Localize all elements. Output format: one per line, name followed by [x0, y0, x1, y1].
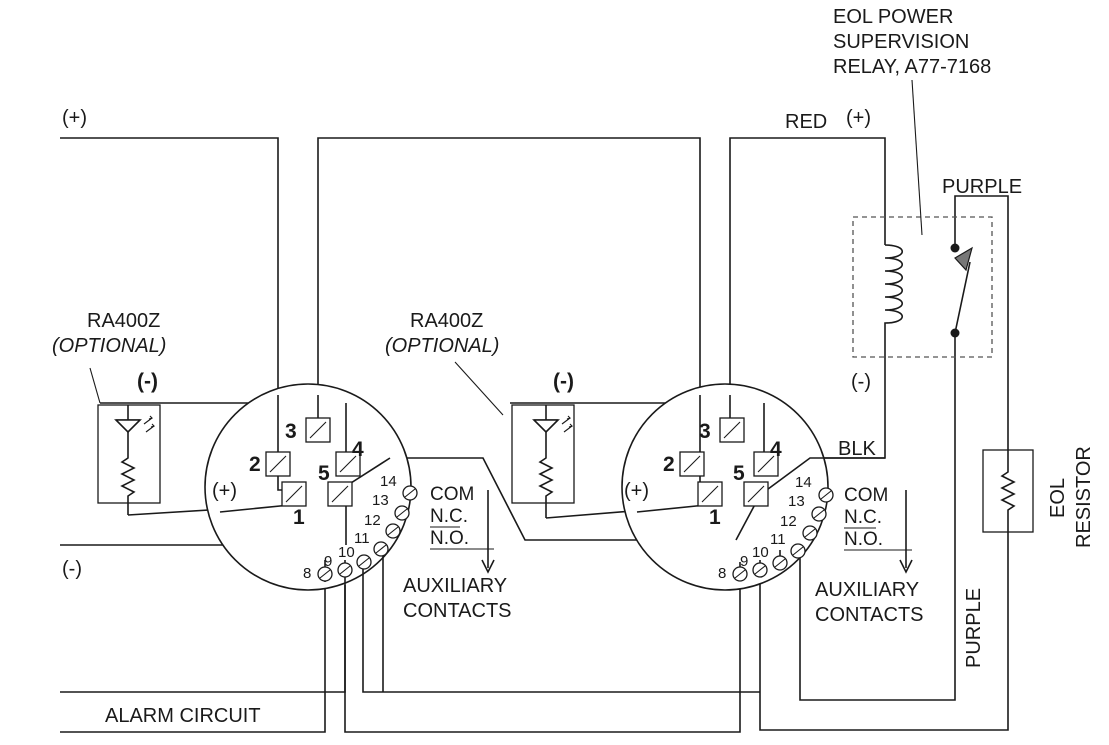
eol-relay-title-2: SUPERVISION	[833, 31, 969, 53]
detector-2: 3 2 4 1 5 14 13 12 11 10 9 8	[621, 383, 885, 591]
led1-plus-label: (+)	[212, 480, 237, 502]
terminal-3	[305, 417, 331, 443]
ra400z-1-name: RA400Z	[87, 310, 160, 332]
terminal-5	[743, 481, 769, 507]
eol-label-2: RESISTOR	[1073, 446, 1095, 548]
eol-relay-title-1: EOL POWER	[833, 6, 953, 28]
detector-1: 3 2 4 1 5 14 13 12 11 10 9 8	[204, 383, 418, 591]
wire-alarm-to-det2	[344, 580, 741, 733]
aux-8-label: 8	[303, 565, 311, 582]
terminal-3-label: 3	[699, 420, 711, 443]
terminal-4-label: 4	[770, 438, 782, 461]
relay-enclosure	[852, 216, 993, 358]
leader-ra400z-1	[89, 367, 101, 404]
contact-nc-1: N.C.	[430, 506, 468, 527]
relay-contact-arrow	[954, 246, 973, 272]
terminal-5-label: 5	[733, 462, 745, 485]
aux-10-label: 10	[752, 544, 769, 561]
eol-label-1: EOL	[1047, 478, 1069, 518]
purple-vertical-label: PURPLE	[963, 588, 985, 668]
aux-13-label: 13	[372, 492, 389, 509]
leader-relay	[911, 79, 923, 236]
contact-nc-2: N.C.	[844, 507, 882, 528]
terminal-2-label: 2	[249, 453, 261, 476]
aux-10-label: 10	[338, 544, 355, 561]
minus-label-left: (-)	[62, 558, 82, 580]
red-label: RED	[785, 111, 827, 133]
terminal-3	[719, 417, 745, 443]
led-accessory-2	[511, 404, 575, 518]
led1-minus-label: (-)	[137, 370, 158, 393]
aux-contacts-2-line1: AUXILIARY	[815, 579, 919, 601]
aux-14-label: 14	[795, 474, 812, 491]
wire-red	[729, 137, 886, 428]
eol-relay	[852, 216, 993, 358]
terminal-4	[753, 451, 779, 477]
terminal-5	[327, 481, 353, 507]
aux-contacts-2-line2: CONTACTS	[815, 604, 924, 626]
aux-11-label: 11	[770, 531, 786, 548]
eol-resistor	[982, 449, 1034, 533]
aux-screws	[317, 485, 418, 582]
terminal-1	[697, 481, 723, 507]
wire-purple-top	[954, 195, 1009, 450]
terminal-3-label: 3	[285, 420, 297, 443]
plus-red-label: (+)	[846, 107, 871, 129]
leader-ra400z-2	[454, 361, 504, 416]
terminal-2	[679, 451, 705, 477]
resistor-icon	[120, 440, 136, 515]
aux-contacts-1-line1: AUXILIARY	[403, 575, 507, 597]
plus-label-left: (+)	[62, 107, 87, 129]
aux-screws	[732, 487, 834, 582]
led-accessory-1	[97, 404, 161, 515]
resistor-icon	[538, 440, 554, 518]
wire-alarm-mid	[362, 578, 760, 693]
wire-alarm-top	[60, 585, 346, 693]
aux-9-label: 9	[324, 553, 332, 570]
resistor-icon	[1000, 450, 1016, 532]
terminal-2-label: 2	[663, 453, 675, 476]
led2-plus-label: (+)	[624, 480, 649, 502]
arrow-aux2	[899, 559, 913, 574]
terminal-1-label: 1	[293, 506, 305, 529]
contact-com-1: COM	[430, 484, 474, 505]
detector-base	[621, 383, 829, 591]
blk-label: BLK	[838, 438, 876, 460]
aux-11-label: 11	[354, 530, 370, 547]
purple-top-label: PURPLE	[942, 176, 1022, 198]
contact-no-1: N.O.	[430, 528, 469, 549]
eol-relay-title-3: RELAY, A77-7168	[833, 56, 991, 78]
aux-12-label: 12	[364, 512, 381, 529]
wire-eol-bottom	[759, 532, 1009, 731]
coil-icon	[884, 244, 904, 328]
aux-13-label: 13	[788, 493, 805, 510]
terminal-4-label: 4	[352, 438, 364, 461]
aux-9-label: 9	[740, 553, 748, 570]
alarm-circuit-label: ALARM CIRCUIT	[105, 705, 261, 727]
terminal-5-label: 5	[318, 462, 330, 485]
ra400z-1-note: (OPTIONAL)	[52, 335, 166, 357]
wire-alarm-bottom	[60, 582, 326, 733]
terminal-4	[335, 451, 361, 477]
arrow-aux1	[481, 559, 495, 574]
led2-minus-label: (-)	[553, 370, 574, 393]
terminal-1	[281, 481, 307, 507]
contact-com-2: COM	[844, 485, 888, 506]
terminal-2	[265, 451, 291, 477]
aux-contacts-1-line2: CONTACTS	[403, 600, 512, 622]
ra400z-2-name: RA400Z	[410, 310, 483, 332]
aux-12-label: 12	[780, 513, 797, 530]
aux-8-label: 8	[718, 565, 726, 582]
aux-14-label: 14	[380, 473, 397, 490]
terminal-1-label: 1	[709, 506, 721, 529]
minus-relay-label: (-)	[851, 371, 871, 393]
contact-no-2: N.O.	[844, 529, 883, 550]
wire-purple-down	[799, 333, 956, 701]
ra400z-2-note: (OPTIONAL)	[385, 335, 499, 357]
